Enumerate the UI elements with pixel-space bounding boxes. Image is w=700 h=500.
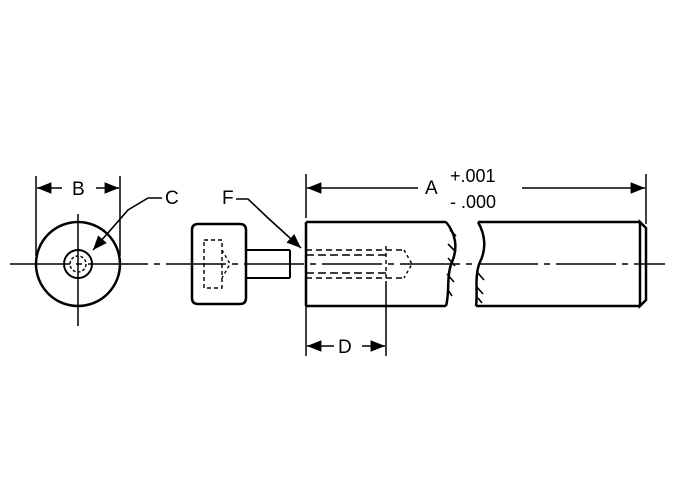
shaft-left: [304, 220, 457, 308]
tolerance-plus: +.001: [450, 166, 496, 186]
shaft-right-break-hatch: [475, 271, 485, 304]
label-d: D: [338, 337, 352, 358]
screw-socket-hidden: [203, 239, 223, 289]
dim-f-leader: [236, 198, 302, 249]
screw-socket-tip-hidden: [221, 249, 231, 279]
screw-head: [190, 222, 248, 306]
shaft-right: [474, 218, 648, 310]
label-b: B: [72, 179, 85, 200]
dim-d: [305, 282, 387, 356]
shaft-right-end-face: [638, 218, 648, 310]
tapped-hole-drill-point: [403, 249, 413, 279]
tolerance-minus: - .000: [450, 192, 496, 212]
end-view: [34, 176, 162, 326]
label-c: C: [165, 188, 179, 209]
shaft-left-break-hatch: [446, 229, 457, 297]
label-a: A: [425, 178, 438, 199]
dim-a: [305, 174, 647, 224]
screw: [190, 222, 291, 306]
label-f: F: [222, 188, 234, 209]
dim-c-leader: [92, 197, 162, 251]
shaft-right-break: [474, 221, 486, 307]
